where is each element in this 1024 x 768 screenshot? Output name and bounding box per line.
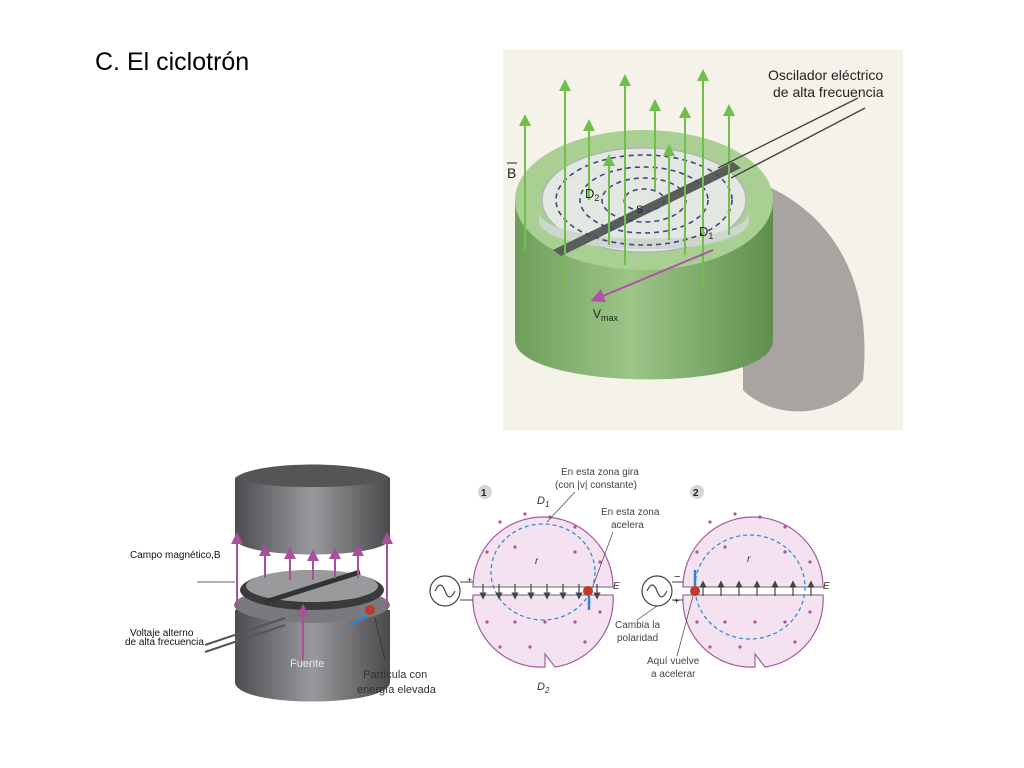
voltage-leads xyxy=(204,617,286,653)
dees-disc xyxy=(541,147,747,253)
particle xyxy=(365,605,375,615)
particle-pointer xyxy=(374,617,386,661)
schematic-2 xyxy=(641,485,824,668)
reaccel-line2: a acelerar xyxy=(651,669,696,680)
vmax-label: Vmax xyxy=(593,307,619,323)
minus-sign-2: − xyxy=(674,571,680,583)
vmax-arrow xyxy=(590,249,714,303)
step-1-badge: 1 xyxy=(481,488,487,499)
reaccel-pointer xyxy=(676,595,694,657)
cyclotron-magnet-figure: Campo magnético,B Voltaje alterno de alt… xyxy=(125,464,437,702)
oscillator-label-line2: de alta frecuencia xyxy=(773,84,884,100)
radius-label-2: r xyxy=(747,554,751,565)
reaccel-line1: Aquí vuelve xyxy=(647,656,700,667)
zone-turn-line2: (con |v| constante) xyxy=(555,480,637,491)
zone-turn-line1: En esta zona gira xyxy=(561,467,639,478)
cyclotron-schematic-figure: 1 + D1 D2 r E En esta zona gira (con |v|… xyxy=(429,467,830,695)
zone-accel-line2: acelera xyxy=(611,520,644,531)
polarity-line1: Cambia la xyxy=(615,620,660,631)
zone-turn-pointer xyxy=(546,491,576,523)
plus-sign-1: + xyxy=(467,575,472,585)
cyclotron-3d-figure: Oscilador eléctrico de alta frecuencia B… xyxy=(503,50,903,430)
plus-sign-2: + xyxy=(674,596,679,606)
lower-magnet xyxy=(235,610,390,702)
step-2-badge: 2 xyxy=(693,488,699,499)
d1-label-1: D1 xyxy=(537,495,549,509)
oscillator-leads xyxy=(717,97,866,179)
e-field-label-1: E xyxy=(613,581,620,592)
zone-accel-line1: En esta zona xyxy=(601,507,660,518)
radius-label-1: r xyxy=(535,556,539,567)
particle-label-line2: energía elevada xyxy=(357,684,437,696)
zone-accel-pointer xyxy=(592,531,614,587)
upper-magnet-top xyxy=(235,464,390,487)
field-label: Campo magnético,B xyxy=(130,550,221,561)
schematic-1 xyxy=(429,485,614,668)
magnetic-field-arrows xyxy=(519,69,735,290)
polarity-line2: polaridad xyxy=(617,633,658,644)
polarity-pointer xyxy=(636,605,658,621)
dee-gap xyxy=(264,569,361,605)
d2-label: D2 xyxy=(585,186,599,203)
d2-label-1: D2 xyxy=(537,681,550,695)
upper-magnet xyxy=(235,478,390,555)
oscillator-label-line1: Oscilador eléctrico xyxy=(768,67,883,83)
source-s-label: S xyxy=(636,204,643,216)
d1-label: D1 xyxy=(699,224,713,241)
voltage-label-line2: de alta frecuencia xyxy=(125,637,204,648)
cyclotron-shadow xyxy=(743,180,865,412)
field-arrows xyxy=(231,532,393,660)
particle-label-line1: Partícula con xyxy=(363,669,427,681)
particle-velocity-arrow xyxy=(349,613,369,627)
dee-gap xyxy=(553,162,741,256)
b-field-label: B xyxy=(507,165,516,181)
e-field-label-2: E xyxy=(823,581,830,592)
slide-title: C. El ciclotrón xyxy=(95,48,250,76)
voltage-label-line1: Voltaje alterno xyxy=(130,628,194,639)
source-label: Fuente xyxy=(290,658,324,670)
